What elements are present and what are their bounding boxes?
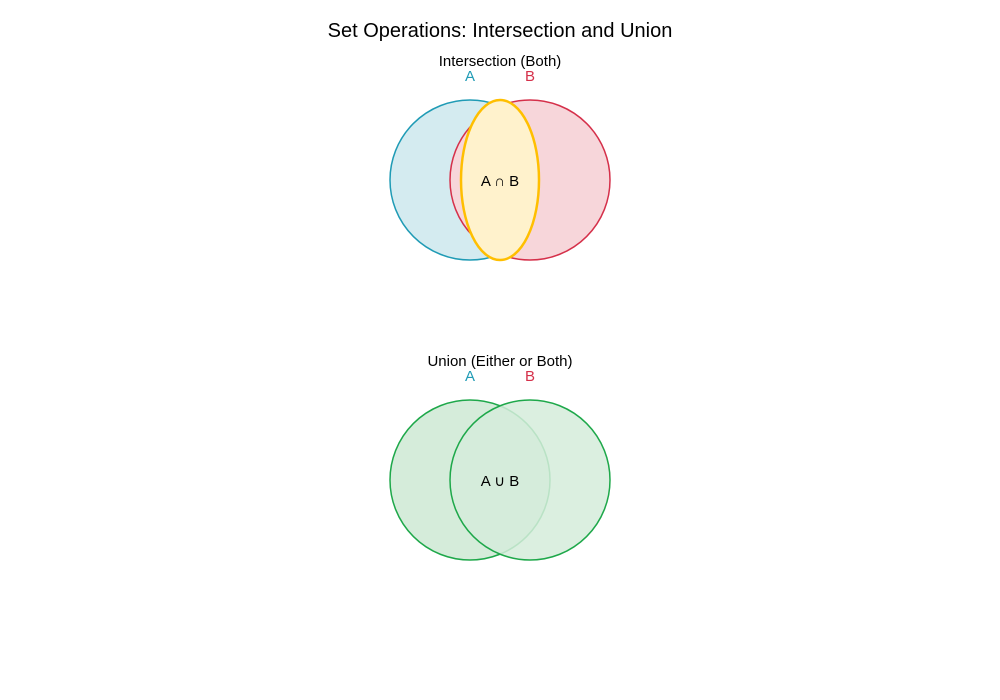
union-set-b-label: B <box>525 368 535 385</box>
intersection-overlap-region <box>459 98 541 262</box>
union-subtitle: Union (Either or Both) <box>427 353 572 370</box>
union-center-label: A ∪ B <box>481 473 520 490</box>
intersection-set-a-label: A <box>465 68 475 85</box>
intersection-set-b-label: B <box>525 68 535 85</box>
union-set-a-label: A <box>465 368 475 385</box>
diagram-title: Set Operations: Intersection and Union <box>328 20 673 42</box>
union-panel: Union (Either or Both) A B A ∪ B <box>389 353 611 561</box>
intersection-subtitle: Intersection (Both) <box>439 53 562 70</box>
intersection-panel: Intersection (Both) A B A ∩ B <box>389 53 611 262</box>
intersection-center-label: A ∩ B <box>481 173 519 190</box>
union-set-b-circle <box>449 399 611 561</box>
